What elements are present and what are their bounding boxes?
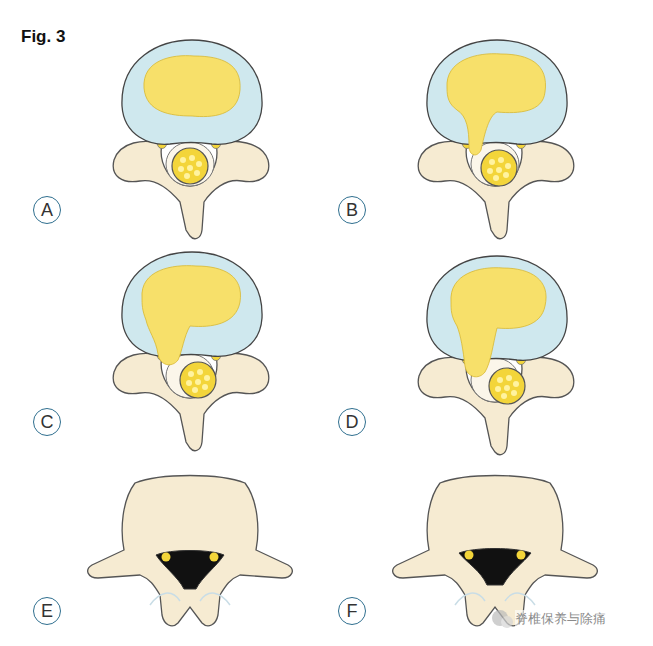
panel-letter: C (41, 413, 54, 431)
panel-letter: E (41, 602, 53, 620)
panel-letter: D (346, 413, 359, 431)
panel-letter: B (346, 201, 358, 219)
panel-letter: F (347, 602, 358, 620)
panel-letter-circle: F (338, 597, 366, 625)
panel-letter-circle: C (33, 408, 61, 436)
panel-letter: A (41, 201, 53, 219)
panel-letter-circle: D (338, 408, 366, 436)
panel-letter-circle: B (338, 196, 366, 224)
panel-letter-circle: E (33, 597, 61, 625)
watermark: 脊椎保养与除痛 (515, 610, 606, 628)
panel-letter-circle: A (33, 196, 61, 224)
figure-title: Fig. 3 (21, 27, 65, 47)
